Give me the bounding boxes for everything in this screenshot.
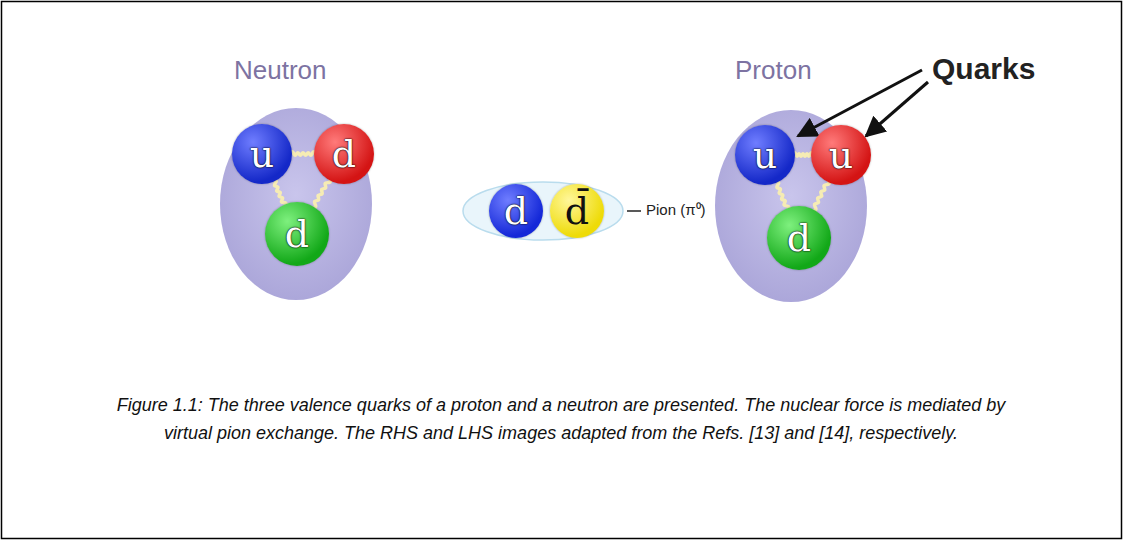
quark-letter: u	[250, 135, 274, 173]
quark-circle: u	[811, 125, 871, 185]
nucleon-fill	[220, 108, 372, 300]
quark-circle: d	[314, 124, 374, 184]
quark-letter: d	[504, 192, 528, 230]
pion-fill	[463, 182, 623, 240]
quark-circle: u	[735, 125, 795, 185]
quark-circle: d	[767, 206, 831, 270]
quark-arrow	[866, 82, 928, 136]
nucleon-blob: Neutronudd	[220, 108, 372, 300]
quark-circle: d	[265, 202, 329, 266]
quark-circle: d̄	[550, 184, 604, 238]
gluon-spring	[290, 152, 316, 156]
pion-label: Pion (π⁰)	[646, 202, 706, 219]
figure-caption: Figure 1.1: The three valence quarks of …	[116, 392, 1006, 448]
quark-letter: u	[829, 136, 853, 174]
quark-letter: d̄	[565, 192, 589, 230]
quarks-label: Quarks	[932, 52, 1035, 86]
pion-ellipse: Pion (π⁰)dd̄	[462, 181, 624, 241]
particle-heading: Neutron	[234, 56, 327, 85]
quark-letter: d	[787, 219, 811, 257]
quark-circle: d	[489, 184, 543, 238]
nucleon-blob: Protonuud	[715, 110, 867, 302]
quark-letter: d	[285, 215, 309, 253]
quark-circle: u	[232, 124, 292, 184]
pion-leader-dash	[627, 210, 641, 212]
quark-letter: d	[332, 135, 356, 173]
quark-letter: u	[753, 136, 777, 174]
gluon-spring	[793, 153, 813, 157]
particle-heading: Proton	[735, 56, 812, 85]
nucleon-fill	[715, 110, 867, 302]
